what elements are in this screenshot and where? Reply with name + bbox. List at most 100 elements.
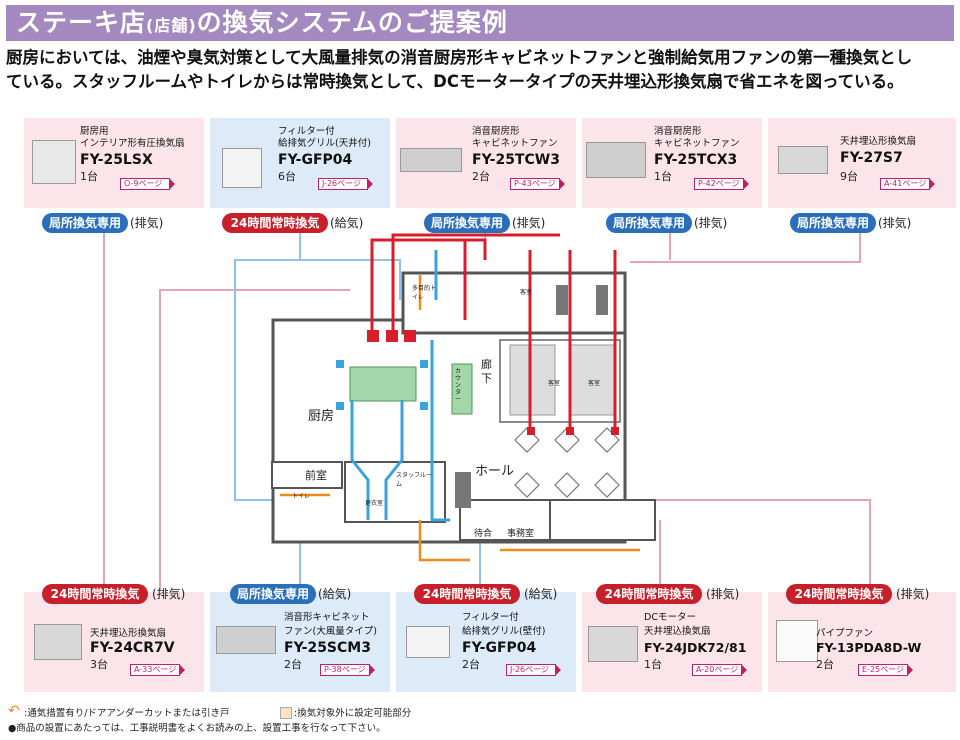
card-page-ref[interactable]: A-33ページ [130, 664, 185, 676]
product-card-fy-gfp04-ceiling: フィルター付 給排気グリル(天井付) FY-GFP04 6台 J-26ページ [210, 118, 390, 208]
tag-mode: (排気) [706, 587, 740, 601]
card-line2: キャビネットファン [654, 138, 740, 149]
card-model: FY-24JDK72/81 [644, 640, 747, 655]
card-line1: 消音厨房形 [654, 126, 702, 137]
room-toilet: トイレ [292, 493, 311, 500]
product-card-fy-25lsx: 厨房用 インテリア形有圧換気扇 FY-25LSX 1台 O-9ページ [24, 118, 204, 208]
card-page-ref[interactable]: J-26ページ [318, 178, 373, 190]
airflow-arrow-icon: ↶ [8, 703, 20, 719]
room-kitchen: 厨房 [308, 409, 335, 424]
card-line2: ファン(大風量タイプ) [284, 626, 377, 637]
tag-24h: 24時間常時換気 [596, 584, 702, 604]
card-line1: 天井埋込形換気扇 [840, 136, 917, 147]
tag-local: 局所換気専用 [42, 213, 128, 233]
card-line2: 給排気グリル(壁付) [462, 626, 546, 637]
card-line1: フィルター付 [278, 126, 335, 137]
room-guest-3: 客室 [588, 380, 601, 387]
card-qty: 1台 [80, 170, 98, 183]
intro-text: 厨房においては、油煙や臭気対策として大風量排気の消音厨房形キャビネットファンと強… [6, 46, 956, 94]
product-card-fy-24jdk72: 24時間常時換気 (排気) DCモーター 天井埋込換気扇 FY-24JDK72/… [582, 584, 762, 692]
card-model: FY-25SCM3 [284, 640, 371, 656]
product-card-fy-13pda8d: 24時間常時換気 (排気) パイプファン FY-13PDA8D-W 2台 E-2… [768, 584, 956, 692]
room-multi-toilet: 多目的トイレ [412, 285, 437, 301]
card-qty: 1台 [644, 658, 662, 671]
card-line1: フィルター付 [462, 612, 519, 623]
card-qty: 6台 [278, 170, 296, 183]
card-page-ref[interactable]: O-9ページ [120, 178, 175, 190]
card-page-ref[interactable]: A-41ページ [880, 178, 935, 190]
card-line2: 天井埋込換気扇 [644, 626, 711, 637]
legend-item-2: :換気対象外に設定可能部分 [294, 708, 412, 719]
room-guest-2: 客室 [548, 380, 561, 387]
tag-mode: (排気) [130, 216, 164, 230]
tag-local: 局所換気専用 [790, 213, 876, 233]
card-page-ref[interactable]: A-20ページ [692, 664, 747, 676]
card-line1: 厨房用 [80, 126, 109, 137]
card-model: FY-13PDA8D-W [816, 640, 922, 655]
card-line2: 給排気グリル(天井付) [278, 138, 371, 149]
card-qty: 2台 [284, 658, 302, 671]
tag-mode: (排気) [152, 587, 186, 601]
tag-mode: (排気) [878, 216, 912, 230]
card-line1: 天井埋込形換気扇 [90, 628, 167, 639]
card-line1: パイプファン [816, 628, 874, 639]
product-image [32, 140, 76, 184]
card-page-ref[interactable]: P-38ページ [320, 664, 375, 676]
tag-24h: 24時間常時換気 [414, 584, 520, 604]
card-line2: インテリア形有圧換気扇 [80, 138, 185, 149]
product-card-fy-gfp04-wall: 24時間常時換気 (給気) フィルター付 給排気グリル(壁付) FY-GFP04… [396, 584, 576, 692]
tag-mode: (給気) [524, 587, 558, 601]
tag-24h: 24時間常時換気 [222, 213, 328, 233]
product-card-fy-25scm3: 局所換気専用 (給気) 消音形キャビネット ファン(大風量タイプ) FY-25S… [210, 584, 390, 692]
card-page-ref[interactable]: P-43ページ [510, 178, 565, 190]
legend-item-1: :通気措置有り/ドアアンダーカットまたは引き戸 [24, 708, 230, 719]
tag-local: 局所換気専用 [230, 584, 316, 604]
tag-mode: (排気) [694, 216, 728, 230]
product-image [400, 148, 462, 172]
card-line1: 消音形キャビネット [284, 612, 370, 623]
product-image [776, 620, 818, 662]
install-note: ●商品の設置にあたっては、工事説明書をよくお読みの上、設置工事を行なって下さい。 [8, 723, 386, 734]
card-page-ref[interactable]: E-25ページ [858, 664, 913, 676]
room-guest-1: 客室 [520, 289, 533, 296]
product-card-fy-27s7: 天井埋込形換気扇 FY-27S7 9台 A-41ページ [768, 118, 956, 208]
card-qty: 1台 [654, 170, 672, 183]
card-page-ref[interactable]: P-42ページ [694, 178, 749, 190]
intro-line-1: 厨房においては、油煙や臭気対策として大風量排気の消音厨房形キャビネットファンと強… [6, 48, 913, 67]
card-qty: 3台 [90, 658, 108, 671]
product-card-fy-25tcw3: 消音厨房形 キャビネットファン FY-25TCW3 2台 P-43ページ [396, 118, 576, 208]
product-image [216, 626, 276, 654]
tag-local: 局所換気専用 [606, 213, 692, 233]
card-line1: DCモーター [644, 612, 696, 623]
card-qty: 2台 [472, 170, 490, 183]
card-model: FY-GFP04 [278, 152, 353, 168]
card-model: FY-24CR7V [90, 640, 175, 656]
product-image [222, 148, 262, 188]
tag-mode: (給気) [330, 216, 364, 230]
page-title: ステーキ店(店舗)の換気システムのご提案例 [6, 5, 954, 41]
card-model: FY-25TCX3 [654, 152, 738, 168]
card-qty: 2台 [816, 658, 834, 671]
product-image [586, 142, 646, 178]
room-office: 事務室 [507, 529, 535, 539]
card-model: FY-27S7 [840, 150, 903, 166]
tag-mode: (排気) [512, 216, 546, 230]
tag-24h: 24時間常時換気 [786, 584, 892, 604]
room-corridor: 廊下 [481, 358, 492, 385]
product-image [34, 624, 82, 660]
card-line1: 消音厨房形 [472, 126, 520, 137]
product-card-fy-24cr7v: 24時間常時換気 (排気) 天井埋込形換気扇 FY-24CR7V 3台 A-33… [24, 584, 204, 692]
product-image [406, 626, 450, 658]
card-qty: 9台 [840, 170, 858, 183]
room-front: 前室 [305, 469, 327, 482]
room-changing: 更衣室 [365, 500, 384, 507]
card-page-ref[interactable]: J-26ページ [506, 664, 561, 676]
room-waiting: 待合 [474, 529, 493, 539]
product-card-fy-25tcx3: 消音厨房形 キャビネットファン FY-25TCX3 1台 P-42ページ [582, 118, 762, 208]
card-model: FY-25LSX [80, 152, 153, 168]
legend-swatch [280, 707, 292, 719]
intro-line-2: ている。スタッフルームやトイレからは常時換気として、DCモータータイプの天井埋込… [6, 72, 904, 91]
product-image [588, 626, 638, 662]
card-line2: キャビネットファン [472, 138, 558, 149]
